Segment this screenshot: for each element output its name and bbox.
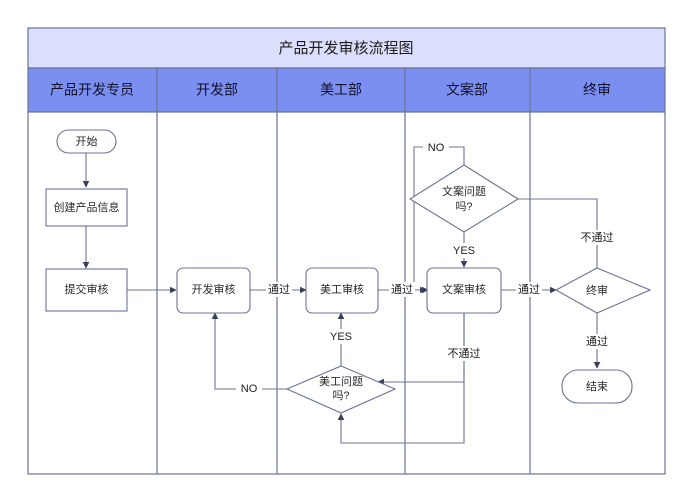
lane-header-row: 产品开发专员 开发部 美工部 文案部 终审 [27,67,666,113]
node-art-review-shape [305,267,379,314]
edge-label-bg-9 [577,230,617,245]
lane-header-copy: 文案部 [446,82,488,98]
node-create-info-label: 创建产品信息 [54,200,120,214]
node-copy-review[interactable]: 文案审核 [426,267,502,314]
edge-label-bg-7 [423,140,449,155]
node-final-review-label: 终审 [586,283,608,297]
node-art-issue-label-line1: 美工问题 [319,375,363,388]
node-end[interactable]: 结束 [561,369,633,404]
edge-label-art-to-copy: 通过 [391,283,413,296]
edge-label-copy-issue-yes: YES [453,245,475,257]
node-art-issue[interactable]: 美工问题 吗? [285,365,397,414]
node-copy-issue[interactable]: 文案问题 吗? [408,164,520,233]
node-submit-shape [45,268,128,312]
node-copy-issue-shape [408,164,520,233]
node-copy-review-shape [426,267,502,314]
node-end-label: 结束 [586,380,608,393]
node-art-review-label: 美工审核 [320,282,364,296]
lane-header-background [27,67,666,113]
edge-label-copy-reject: 不通过 [448,347,481,360]
edge-label-bg-6 [450,243,478,258]
node-start-label: 开始 [76,134,98,148]
lane-header-dev: 开发部 [196,82,238,98]
node-art-issue-shape [285,365,397,414]
node-dev-review-label: 开发审核 [192,282,236,296]
lane-header-final: 终审 [583,82,611,98]
page-title: 产品开发审核流程图 [278,40,413,57]
node-create-info[interactable]: 创建产品信息 [45,188,128,227]
edge-label-bg-5 [236,381,262,396]
node-final-review[interactable]: 终审 [554,267,652,314]
edge-label-bg-1 [266,282,292,297]
edge-label-copy-issue-no: NO [428,142,445,154]
node-art-issue-label-line2: 吗? [332,389,349,402]
node-dev-review[interactable]: 开发审核 [176,267,251,314]
edge-label-layer: 通过 通过 通过 YES NO YES NO 不通过 不通过 通过 [236,140,617,396]
connector-art-issue-no [211,312,305,390]
edge-label-copy-to-final: 通过 [518,283,540,296]
edge-label-bg-10 [584,334,610,349]
node-end-shape [561,369,633,404]
edge-label-dev-to-art: 通过 [268,283,290,296]
edge-label-final-pass: 通过 [586,335,608,348]
node-submit-label: 提交审核 [65,282,109,296]
diagram-title-bar: 产品开发审核流程图 [27,27,666,69]
node-copy-review-label: 文案审核 [442,282,486,296]
node-copy-issue-label-line2: 吗? [455,200,472,213]
lane-header-product: 产品开发专员 [50,82,134,98]
node-final-review-shape [554,267,652,314]
node-dev-review-shape [176,267,251,314]
node-start[interactable]: 开始 [56,129,117,154]
lane-header-art: 美工部 [320,82,362,98]
node-start-shape [56,129,117,154]
edge-label-final-reject: 不通过 [581,231,614,244]
node-layer: 开始 创建产品信息 提交审核 开发审核 美工审核 [45,129,652,414]
node-copy-issue-label-line1: 文案问题 [442,184,486,198]
title-bar-background [27,27,666,69]
edge-label-bg-4 [327,329,355,344]
edge-label-art-issue-no: NO [241,383,258,395]
connector-copy-issue-no [413,146,465,294]
node-art-review[interactable]: 美工审核 [305,267,379,314]
edge-label-bg-8 [444,346,484,361]
node-create-info-shape [45,188,128,227]
edge-label-bg-3 [516,282,542,297]
edge-label-bg-2 [389,282,415,297]
node-submit[interactable]: 提交审核 [45,268,128,312]
edge-label-art-issue-yes: YES [330,331,352,343]
